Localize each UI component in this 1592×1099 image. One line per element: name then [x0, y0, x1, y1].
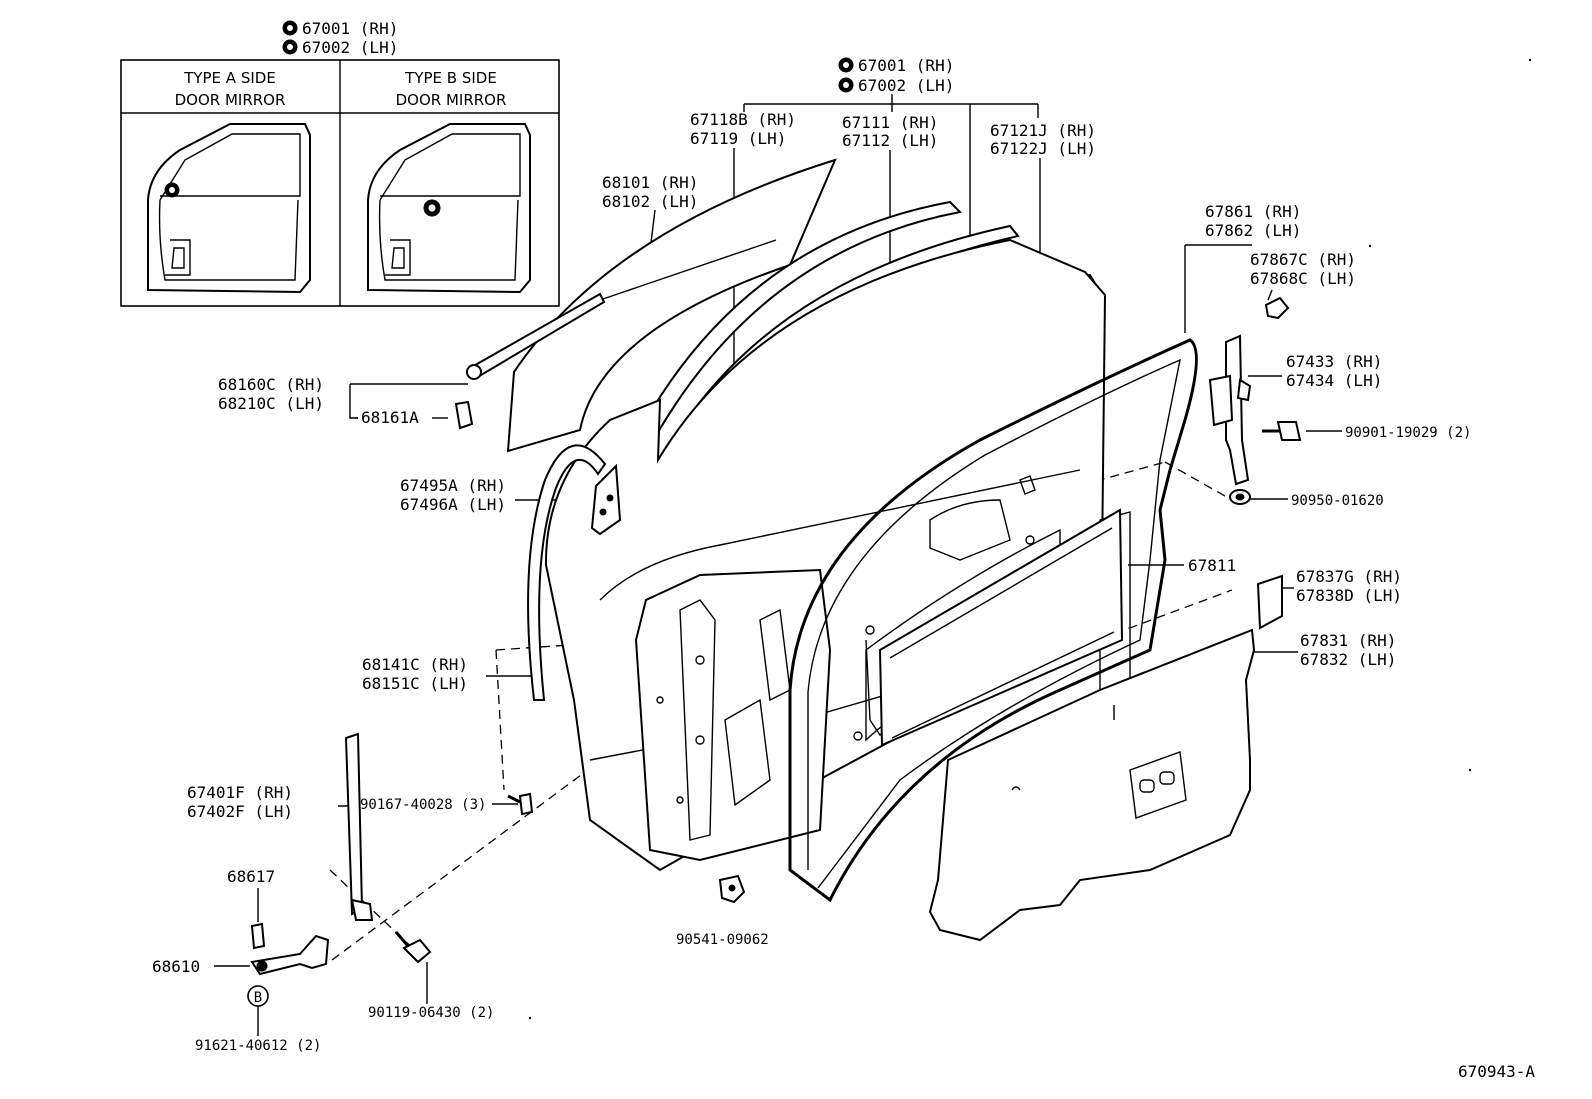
screw-90167: [518, 792, 534, 816]
label-67838d: 67838D (LH): [1296, 586, 1402, 605]
label-67401f: 67401F (RH): [187, 783, 293, 802]
label-67831: 67831 (RH): [1300, 631, 1396, 650]
door-inner-frame: [634, 568, 832, 862]
label-67861: 67861 (RH): [1205, 202, 1301, 221]
corner-piece: [590, 463, 622, 536]
label-68617: 68617: [227, 867, 275, 886]
label-68102: 68102 (LH): [602, 192, 698, 211]
clip-68161a: [454, 400, 474, 430]
label-68160c: 68160C (RH): [218, 375, 324, 394]
label-68161a: 68161A: [361, 408, 419, 427]
label-67111: 67111 (RH): [842, 113, 938, 132]
label-90901: 90901-19029 (2): [1345, 425, 1471, 441]
label-90541: 90541-09062: [676, 932, 769, 948]
label-67868c: 67868C (LH): [1250, 269, 1356, 288]
diagram-code: 670943-A: [1458, 1062, 1535, 1081]
label-67118b: 67118B (RH): [690, 110, 796, 129]
label-67496a: 67496A (LH): [400, 495, 506, 514]
label-67433: 67433 (RH): [1286, 352, 1382, 371]
label-90950: 90950-01620: [1291, 493, 1384, 509]
door-check-68610: [250, 934, 330, 976]
type-b-title-line1: TYPE B SIDE: [404, 69, 497, 87]
callout-67002-lh: 67002 (LH): [302, 38, 398, 57]
label-67119: 67119 (LH): [690, 129, 786, 148]
screw-90119: [402, 938, 432, 964]
type-a-title-line1: TYPE A SIDE: [183, 69, 276, 87]
label-68101: 68101 (RH): [602, 173, 698, 192]
label-67121j: 67121J (RH): [990, 121, 1096, 140]
lower-left-parts: B: [247, 732, 746, 1007]
label-67402f: 67402F (LH): [187, 802, 293, 821]
type-b-door-sketch: [367, 123, 531, 294]
inset-callout: 67001 (RH) 67002 (LH): [282, 19, 398, 57]
mid-callout: 67001 (RH) 67002 (LH): [743, 56, 1039, 300]
label-90167: 90167-40028 (3): [360, 797, 486, 813]
channel-67401f: [344, 732, 364, 916]
callout-67002-lh-mid: 67002 (LH): [858, 76, 954, 95]
label-91621: 91621-40612 (2): [195, 1038, 321, 1054]
mirror-type-inset: TYPE A SIDE DOOR MIRROR TYPE B SIDE DOOR…: [120, 59, 560, 307]
label-68151c: 68151C (LH): [362, 674, 468, 693]
door-seal-67861: [788, 338, 1198, 903]
label-67811: 67811: [1188, 556, 1236, 575]
stopper-68617: [250, 922, 266, 950]
clip-67867c: [1264, 296, 1290, 320]
b-mark-icon: [247, 985, 269, 1007]
trim-board-67831: [928, 628, 1256, 942]
label-67862: 67862 (LH): [1205, 221, 1301, 240]
type-b-title-line2: DOOR MIRROR: [396, 91, 507, 109]
label-67122j: 67122J (LH): [990, 139, 1096, 158]
label-68610: 68610: [152, 957, 200, 976]
b-mark-letter: B: [254, 990, 262, 1006]
weatherstrip-68141c: [527, 444, 607, 701]
label-67495a: 67495A (RH): [400, 476, 506, 495]
registration-dots: [528, 58, 1532, 1020]
label-67434: 67434 (LH): [1286, 371, 1382, 390]
label-68141c: 68141C (RH): [362, 655, 468, 674]
label-67112: 67112 (LH): [842, 131, 938, 150]
service-cover-67811: [878, 508, 1124, 747]
type-a-door-sketch: [147, 123, 311, 294]
label-67837g: 67837G (RH): [1296, 567, 1402, 586]
label-67867c: 67867C (RH): [1250, 250, 1356, 269]
right-small-parts: [1208, 296, 1302, 630]
label-90119: 90119-06430 (2): [368, 1005, 494, 1021]
part-labels: 67118B (RH) 67119 (LH) 67111 (RH) 67112 …: [152, 110, 1535, 1081]
callout-67001-rh: 67001 (RH): [302, 19, 398, 38]
belt-moulding: [454, 292, 606, 430]
cover-67837g: [1256, 574, 1283, 630]
door-glass: [506, 158, 837, 453]
label-68210c: 68210C (LH): [218, 394, 324, 413]
label-67832: 67832 (LH): [1300, 650, 1396, 669]
callout-67001-rh-mid: 67001 (RH): [858, 56, 954, 75]
type-a-title-line2: DOOR MIRROR: [175, 91, 286, 109]
